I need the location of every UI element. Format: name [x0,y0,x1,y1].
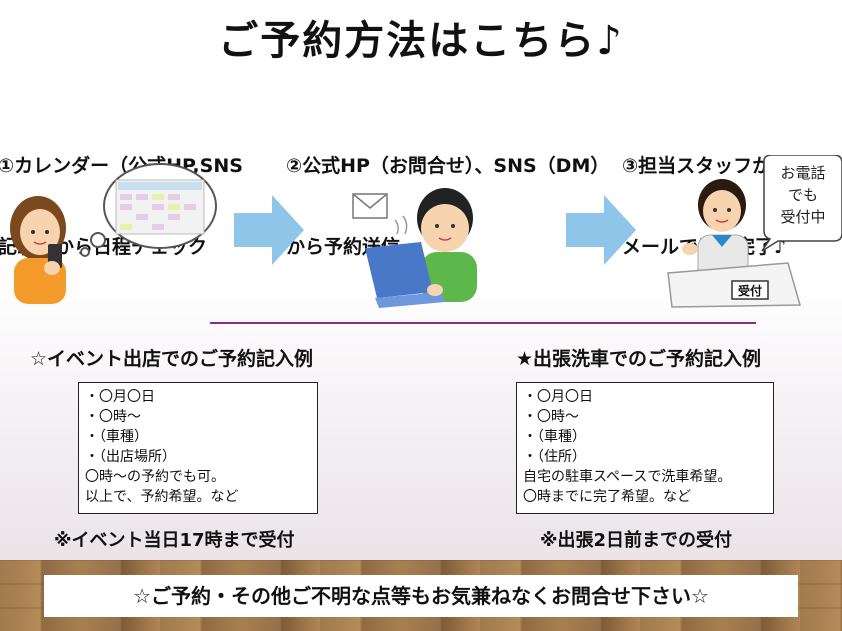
thought-bubble-icon [80,163,217,257]
woman-with-phone-icon [10,196,66,304]
section-divider [210,322,756,324]
event-line-2: ・〇時～ [85,409,141,425]
wash-line-1: ・〇月〇日 [523,389,593,405]
reception-desk: 受付 [667,262,801,308]
page-title: ご予約方法はこちら♪ [218,18,624,64]
contact-banner: ☆ご予約・その他ご不明な点等もお気兼ねなくお問合せ下さい☆ [44,575,798,617]
arrow-right-icon [566,195,636,265]
mobile-wash-deadline: ※出張2日前までの受付 [540,530,733,551]
mobile-wash-example-heading: ★出張洗車でのご予約記入例 [516,348,762,370]
reception-sign: 受付 [738,283,762,298]
event-deadline: ※イベント当日17時まで受付 [54,530,295,551]
speech-bubble: お電話 でも 受付中 [761,155,842,252]
step-2-line1: ②公式HP（お問合せ）、SNS（DM） [286,155,610,177]
send-reservation-illustration [352,188,477,308]
arrow-right-icon [234,195,304,265]
wash-line-3: ・（車種） [523,429,586,445]
man-with-laptop-icon [365,188,477,308]
mobile-wash-example-box: ・〇月〇日 ・〇時～ ・（車種） ・（住所） 自宅の駐車スペースで洗車希望。 〇… [516,382,774,514]
wash-line-6: 〇時までに完了希望。など [523,489,691,505]
event-line-3: ・（車種） [85,429,148,445]
event-line-4: ・（出店場所） [85,449,176,465]
event-line-6: 以上で、予約希望。など [85,489,239,505]
event-example-heading: ☆イベント出店でのご予約記入例 [30,348,314,370]
envelope-icon [352,193,388,219]
staff-icon [682,179,749,282]
event-line-1: ・〇月〇日 [85,389,155,405]
wash-line-4: ・（住所） [523,449,586,465]
event-line-5: 〇時～の予約でも可。 [85,469,225,485]
phone-bubble-line2: でも [788,186,818,204]
wash-line-2: ・〇時～ [523,409,579,425]
calendar-check-illustration [10,163,217,304]
event-example-box: ・〇月〇日 ・〇時～ ・（車種） ・（出店場所） 〇時～の予約でも可。 以上で、… [78,382,318,514]
phone-bubble-line1: お電話 [780,164,825,182]
phone-bubble-line3: 受付中 [780,208,825,226]
wash-line-5: 自宅の駐車スペースで洗車希望。 [523,469,732,485]
staff-reception-illustration: 受付 お電話 でも 受付中 [667,155,842,308]
